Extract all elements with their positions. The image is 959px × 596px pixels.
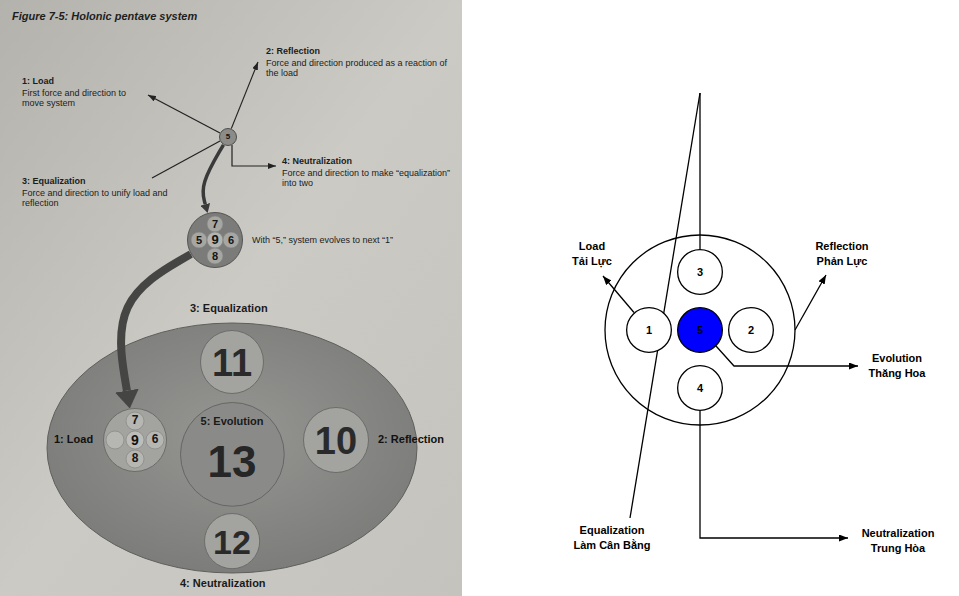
circle-number: 5: Evolution (201, 415, 264, 428)
force-label: Load (579, 240, 605, 253)
circle-number: 5 (196, 234, 202, 247)
force-heading: 3: Equalization (22, 176, 86, 186)
circle-number: 9 (211, 233, 218, 248)
holon-disc (47, 323, 417, 573)
circle-number: 8 (212, 250, 218, 263)
holon-circle: 10 (303, 407, 369, 473)
circle-shape (220, 129, 237, 146)
force-label-vi: Tải Lực (572, 255, 612, 268)
outer-circle (605, 235, 795, 425)
force-heading: 2: Reflection (266, 46, 320, 56)
circle-number: 6 (228, 234, 234, 247)
flow-arrow (203, 145, 223, 205)
force-label: Equalization (580, 524, 645, 537)
force-label: Reflection (815, 240, 868, 253)
circle-number: 7 (212, 218, 218, 231)
force-heading: 4: Neutralization (282, 156, 352, 166)
circle-number: 7 (132, 414, 139, 428)
apex-line (630, 93, 700, 518)
seed-circle: 5 (219, 128, 237, 146)
inner-circle (126, 450, 144, 468)
circle-number: 3 (697, 266, 703, 279)
holon-circle: 12 (204, 513, 260, 569)
leader-arrow (232, 145, 276, 166)
leader-arrow (700, 411, 848, 538)
circle-number: 5 (697, 324, 703, 337)
inner-circle (207, 216, 223, 232)
force-label-vi: Thăng Hoa (869, 367, 926, 380)
circle-shape (627, 308, 672, 353)
figure-title: Figure 7-5: Holonic pentave system (12, 10, 197, 22)
circle-shape (204, 513, 259, 568)
number-circle: 4 (677, 365, 723, 411)
circle-shape (729, 308, 774, 353)
force-description: First force and direction to move system (22, 88, 144, 109)
holon-circle: 11 (200, 330, 264, 394)
force-description: Force and direction to unify load and re… (22, 188, 172, 209)
inner-circle (126, 412, 144, 430)
circle-number: 13 (208, 440, 257, 484)
pentave-circle: 75968 (187, 212, 243, 268)
force-label-vi: Phản Lực (817, 255, 868, 268)
inner-circle (146, 431, 164, 449)
circle-shape (678, 250, 723, 295)
number-circle: 2 (728, 307, 774, 353)
circle-shape (678, 308, 723, 353)
circle-number: 1 (646, 324, 652, 337)
circle-shape (180, 402, 284, 506)
leader-arrow (795, 275, 826, 330)
circle-shape (104, 409, 167, 472)
force-label: 4: Neutralization (180, 577, 266, 590)
circle-shape (188, 213, 243, 268)
force-label: 2: Reflection (378, 433, 444, 446)
circle-shape (304, 408, 369, 473)
circle-number: 10 (315, 422, 357, 460)
evolution-note: With “5,” system evolves to next “1” (252, 235, 457, 245)
inner-circle (207, 248, 223, 264)
photo-page (0, 0, 462, 596)
force-description: Force and direction to make “equalizatio… (282, 168, 454, 189)
leader-arrow (603, 276, 634, 313)
force-label: Evolution (872, 352, 922, 365)
number-circle: 3 (677, 249, 723, 295)
force-heading: 1: Load (22, 76, 54, 86)
inner-circle (223, 232, 239, 248)
circle-number: 6 (152, 433, 159, 447)
circle-number: 4 (697, 382, 703, 395)
flow-arrow (121, 254, 191, 391)
circle-shape (678, 366, 723, 411)
leader-arrow (716, 346, 858, 366)
evolution-circle: 5: Evolution 13 (180, 402, 285, 507)
force-label: 1: Load (54, 433, 93, 446)
inner-circle (126, 431, 144, 449)
force-label: Neutralization (862, 527, 935, 540)
circle-number: 2 (748, 324, 754, 337)
leader-arrow (148, 95, 220, 133)
circle-number: 5 (226, 132, 230, 141)
apex-line (699, 93, 700, 249)
circle-number: 8 (132, 452, 139, 466)
circle-number: 12 (213, 525, 251, 559)
evolution-circle: 5 (677, 307, 723, 353)
inner-circle (106, 431, 124, 449)
load-circle: 7 968 (103, 408, 167, 472)
circle-number: 11 (212, 344, 252, 382)
force-label-vi: Trung Hòa (871, 542, 925, 555)
force-label: 3: Equalization (190, 302, 268, 315)
inner-circle (191, 232, 207, 248)
circle-number: 9 (131, 432, 139, 448)
force-label-vi: Làm Cân Bằng (573, 539, 650, 552)
circle-shape (201, 331, 264, 394)
force-description: Force and direction produced as a reacti… (266, 58, 451, 79)
leader-arrow (231, 62, 258, 129)
number-circle: 1 (626, 307, 672, 353)
inner-circle (207, 232, 223, 248)
